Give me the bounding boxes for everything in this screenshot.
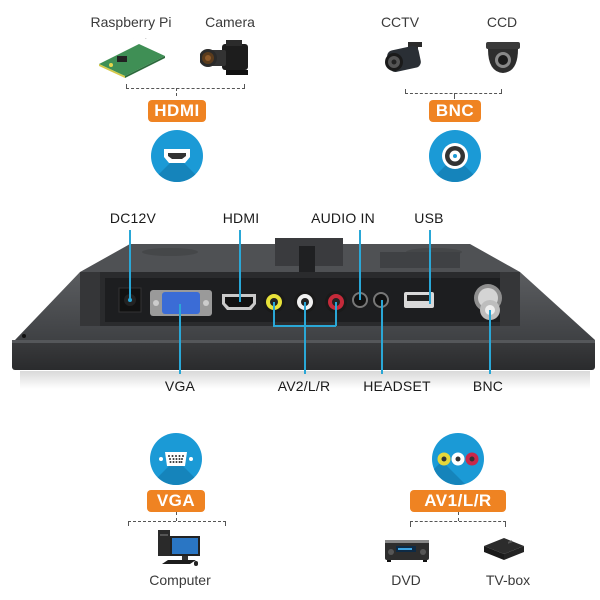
bnc-bracket-line [405, 93, 502, 94]
vga-port-icon [150, 433, 202, 485]
vga-bracket-line [128, 521, 226, 522]
tv-box-label: TV-box [485, 572, 531, 588]
av1-bracket-line [410, 521, 506, 522]
dc12v-leader [129, 230, 131, 300]
vga-port-label: VGA [164, 378, 196, 394]
dvd-player-icon [385, 540, 429, 562]
tv-box-icon [484, 538, 524, 560]
raspberry-pi-label: Raspberry Pi [90, 14, 172, 30]
av2-bracket [273, 325, 336, 327]
av1-badge: AV1/L/R [410, 490, 506, 512]
ccd-label: CCD [486, 14, 518, 30]
bnc-port-label: BNC [472, 378, 504, 394]
camera-icon [200, 40, 248, 75]
av-rca-port-icon [432, 433, 484, 485]
bnc-port-icon [429, 130, 481, 182]
hdmi-badge: HDMI [148, 100, 206, 122]
av1-bracket-stem [458, 512, 459, 521]
vga-bracket-stem [176, 512, 177, 521]
vga-bracket-left [128, 521, 129, 526]
hdmi-bracket-left [126, 84, 127, 89]
bnc-badge: BNC [429, 100, 481, 122]
cctv-camera-icon [385, 42, 422, 72]
hdmi-bracket-stem [176, 88, 177, 96]
usb-leader [429, 230, 431, 304]
usb-label: USB [414, 210, 444, 226]
bnc-leader [489, 310, 491, 374]
hdmi-port-icon [151, 130, 203, 182]
bnc-bracket-stem [454, 93, 455, 99]
av2-red-leader [335, 302, 337, 326]
bnc-bracket-left [405, 89, 406, 94]
vga-leader [179, 304, 181, 374]
computer-label: Computer [149, 572, 211, 588]
camera-label: Camera [205, 14, 255, 30]
dvd-label: DVD [391, 572, 421, 588]
bnc-bracket-right [501, 89, 502, 94]
audio-in-label: AUDIO IN [311, 210, 375, 226]
headset-label: HEADSET [363, 378, 431, 394]
dc12v-label: DC12V [109, 210, 157, 226]
computer-icon [158, 530, 200, 566]
hdmi-leader [239, 230, 241, 302]
av2-yellow-leader [273, 302, 275, 326]
headset-leader [381, 300, 383, 374]
vga-bracket-right [225, 521, 226, 526]
monitor-rear-panel [12, 238, 595, 389]
raspberry-pi-icon [99, 38, 165, 78]
av1-bracket-left [410, 521, 411, 527]
hdmi-bracket-right [244, 84, 245, 89]
ccd-camera-icon [486, 42, 520, 73]
hdmi-port-label: HDMI [222, 210, 260, 226]
cctv-label: CCTV [380, 14, 420, 30]
av1-bracket-right [505, 521, 506, 527]
hdmi-bracket-line [126, 88, 245, 89]
av2-label: AV2/L/R [277, 378, 331, 394]
vga-badge: VGA [147, 490, 205, 512]
audio-in-leader [359, 230, 361, 300]
av2-leader [304, 302, 306, 374]
